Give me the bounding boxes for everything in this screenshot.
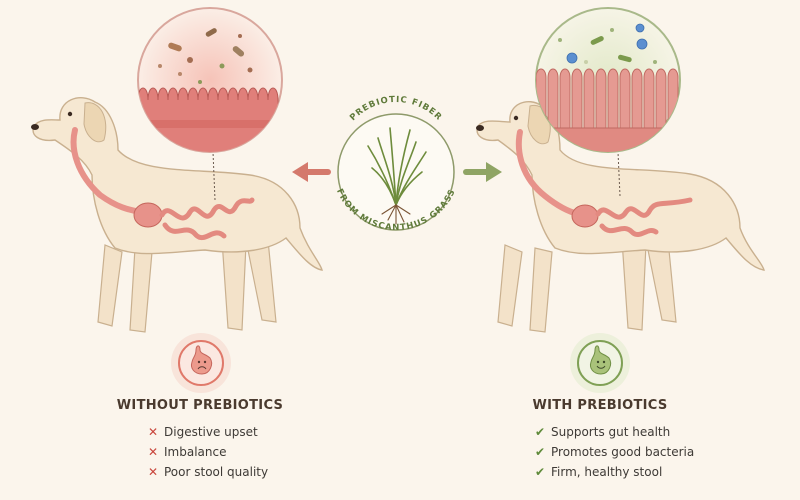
dog-left-illustration: [31, 97, 323, 333]
check-mark-icon: ✔: [535, 425, 546, 439]
list-item: ✔Promotes good bacteria: [535, 442, 694, 462]
arrow-right-icon: [463, 162, 502, 182]
without-prebiotics-title: WITHOUT PREBIOTICS: [116, 398, 284, 413]
with-prebiotics-title: WITH PREBIOTICS: [532, 398, 668, 413]
grass-icon: [367, 127, 427, 206]
prebiotic-fiber-badge: PREBIOTIC FIBER FROM MISCANTHUS GRASS: [334, 95, 457, 233]
sad-stomach-icon: [171, 333, 231, 393]
check-mark-icon: ✔: [535, 445, 546, 459]
arrow-left-icon: [292, 162, 331, 182]
gut-zoom-unhealthy: [137, 7, 283, 153]
list-item: ✕Poor stool quality: [148, 462, 268, 482]
happy-stomach-icon: [570, 333, 630, 393]
x-mark-icon: ✕: [148, 465, 159, 479]
x-mark-icon: ✕: [148, 425, 159, 439]
roots-icon: [381, 204, 411, 225]
gut-zoom-healthy: [535, 7, 681, 153]
x-mark-icon: ✕: [148, 445, 159, 459]
check-mark-icon: ✔: [535, 465, 546, 479]
list-item: ✕Imbalance: [148, 442, 268, 462]
list-item: ✔Firm, healthy stool: [535, 462, 694, 482]
dog-right-illustration: [476, 101, 765, 333]
without-prebiotics-list: ✕Digestive upset ✕Imbalance ✕Poor stool …: [148, 422, 268, 482]
with-prebiotics-list: ✔Supports gut health ✔Promotes good bact…: [535, 422, 694, 482]
list-item: ✔Supports gut health: [535, 422, 694, 442]
list-item: ✕Digestive upset: [148, 422, 268, 442]
